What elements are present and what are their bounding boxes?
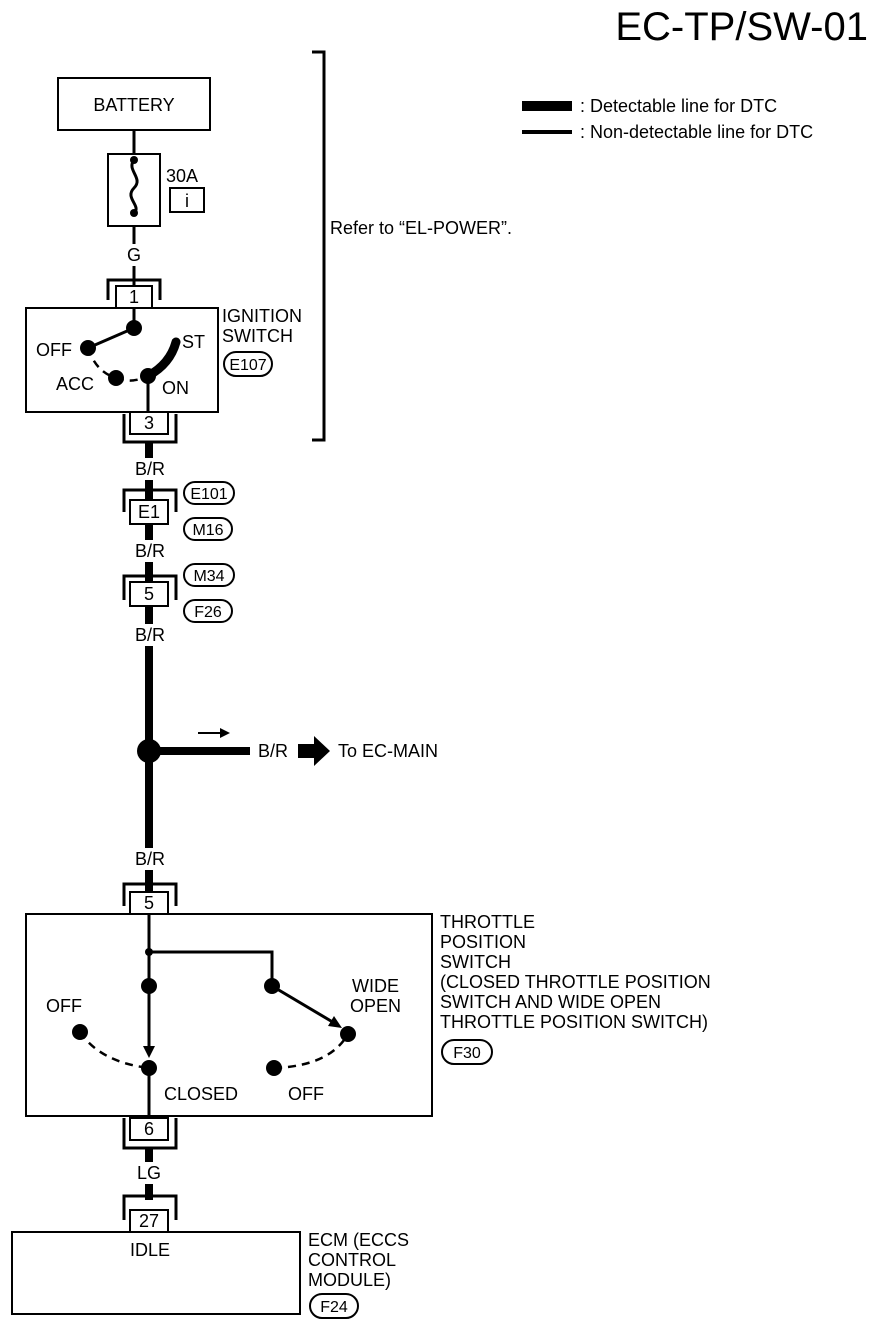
- svg-text:27: 27: [139, 1211, 159, 1231]
- ignition-connector-tag: E107: [223, 351, 273, 377]
- legend-non-detectable-label: : Non-detectable line for DTC: [580, 122, 813, 142]
- throttle-wide-open-label-1: WIDE: [352, 976, 399, 996]
- ecm-name: ECM (ECCS CONTROL MODULE): [308, 1230, 409, 1290]
- ecm-box: [11, 1231, 301, 1315]
- svg-text:E107: E107: [229, 357, 266, 374]
- ignition-st-label: ST: [182, 332, 205, 352]
- wire-color-lg: LG: [137, 1163, 161, 1183]
- closed-switch-pivot: [141, 978, 157, 994]
- svg-text:MODULE): MODULE): [308, 1270, 391, 1290]
- ignition-name-1: IGNITION: [222, 306, 302, 326]
- connector-throttle-pin5: 5: [122, 882, 178, 915]
- svg-text:3: 3: [144, 413, 154, 433]
- ignition-acc-label: ACC: [56, 374, 94, 394]
- ecm-connector-tag: F24: [309, 1293, 359, 1319]
- wire-color-br-2: B/R: [135, 541, 165, 561]
- connector-m34-tag: M34: [193, 568, 224, 585]
- connector-e101-tag: E101: [190, 486, 227, 503]
- battery-label: BATTERY: [93, 95, 174, 115]
- svg-text:5: 5: [144, 584, 154, 604]
- branch-destination: To EC-MAIN: [338, 741, 438, 761]
- connector-ignition-pin3: 3: [122, 411, 178, 444]
- fuse-rating: 30A: [166, 166, 198, 186]
- wire-color-g: G: [127, 245, 141, 265]
- svg-text:SWITCH: SWITCH: [440, 952, 511, 972]
- battery-box: [57, 77, 211, 131]
- svg-text:5: 5: [144, 893, 154, 913]
- connector-e1: E1 E101 M16: [122, 481, 235, 541]
- ignition-st-arm: [143, 337, 181, 381]
- connector-m16-tag: M16: [192, 522, 223, 539]
- throttle-switch-box: [25, 913, 433, 1117]
- connector-throttle-pin6: 6: [122, 1117, 178, 1150]
- fuse-id: i: [185, 191, 189, 211]
- svg-text:THROTTLE: THROTTLE: [440, 912, 535, 932]
- legend: : Detectable line for DTC : Non-detectab…: [522, 96, 813, 142]
- wire-color-br-4: B/R: [135, 849, 165, 869]
- ignition-switch-box: [25, 307, 219, 413]
- throttle-off-right-label: OFF: [288, 1084, 324, 1104]
- wire-color-br-branch: B/R: [258, 741, 288, 761]
- throttle-off-left-label: OFF: [46, 996, 82, 1016]
- throttle-closed-label: CLOSED: [164, 1084, 238, 1104]
- svg-text:CONTROL: CONTROL: [308, 1250, 396, 1270]
- branch-arrow: [298, 736, 330, 766]
- fuse-id-box: [169, 187, 205, 213]
- connector-ecm-pin27: 27: [122, 1194, 178, 1233]
- current-flow-arrow: [198, 728, 230, 738]
- svg-text:F24: F24: [320, 1299, 348, 1316]
- svg-text:THROTTLE POSITION SWITCH): THROTTLE POSITION SWITCH): [440, 1012, 708, 1032]
- svg-text:E1: E1: [138, 502, 160, 522]
- ignition-on-label: ON: [162, 378, 189, 398]
- fuse: 30A i: [107, 153, 205, 227]
- svg-text:F30: F30: [453, 1045, 481, 1062]
- ignition-off-label: OFF: [36, 340, 72, 360]
- connector-f26-tag: F26: [194, 604, 222, 621]
- svg-text:6: 6: [144, 1119, 154, 1139]
- throttle-wide-open-label-2: OPEN: [350, 996, 401, 1016]
- power-bracket: Refer to “EL-POWER”.: [312, 50, 512, 442]
- ignition-name-2: SWITCH: [222, 326, 293, 346]
- ecm-terminal-label: IDLE: [130, 1240, 170, 1260]
- svg-text:ECM (ECCS: ECM (ECCS: [308, 1230, 409, 1250]
- svg-text:POSITION: POSITION: [440, 932, 526, 952]
- svg-text:1: 1: [129, 287, 139, 307]
- wire-color-br-3: B/R: [135, 625, 165, 645]
- throttle-switch-name: THROTTLE POSITION SWITCH (CLOSED THROTTL…: [440, 912, 711, 1032]
- throttle-connector-tag: F30: [441, 1039, 493, 1065]
- connector-ignition-pin1: 1: [106, 278, 162, 309]
- legend-detectable-label: : Detectable line for DTC: [580, 96, 777, 116]
- svg-text:(CLOSED THROTTLE POSITION: (CLOSED THROTTLE POSITION: [440, 972, 711, 992]
- wire-color-br-1: B/R: [135, 459, 165, 479]
- connector-5-m34-f26: 5 M34 F26: [122, 563, 235, 623]
- svg-text:SWITCH AND WIDE OPEN: SWITCH AND WIDE OPEN: [440, 992, 661, 1012]
- power-note: Refer to “EL-POWER”.: [330, 218, 512, 238]
- page-title: EC-TP/SW-01: [615, 5, 868, 49]
